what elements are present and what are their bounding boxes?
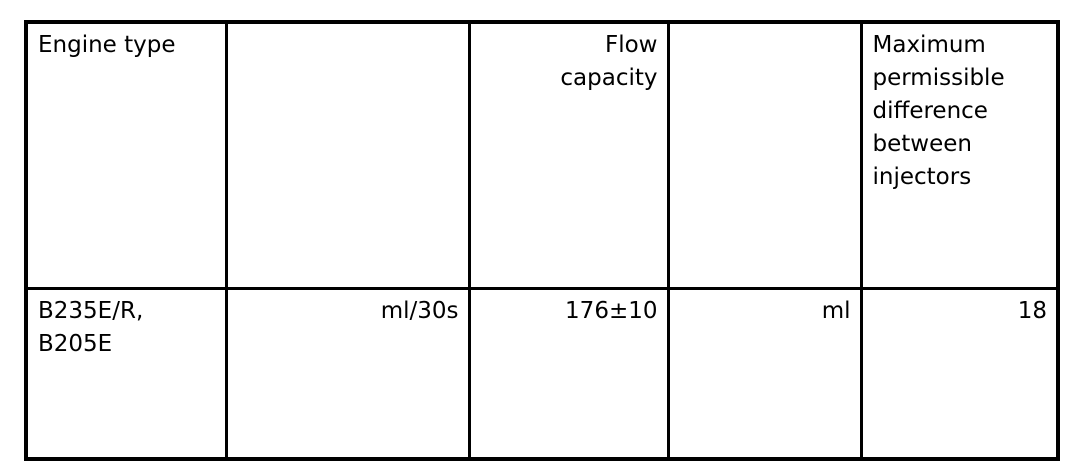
data-row: B235E/R, B205E ml/30s 176±10 ml 18: [24, 286, 1060, 461]
cell-max-difference: 18: [859, 286, 1060, 461]
header-row: Engine type Flow capacity Maximum permis…: [24, 20, 1060, 290]
injector-spec-table: Engine type Flow capacity Maximum permis…: [24, 20, 1060, 461]
cell-engine-type: B235E/R, B205E: [24, 286, 228, 461]
cell-unit-2: ml: [666, 286, 863, 461]
header-max-difference: Maximum permissible difference between i…: [859, 20, 1060, 290]
header-blank-2: [666, 20, 863, 290]
cell-flow-capacity: 176±10: [467, 286, 670, 461]
header-engine-type: Engine type: [24, 20, 228, 290]
cell-unit: ml/30s: [224, 286, 471, 461]
header-blank-1: [224, 20, 471, 290]
header-flow-capacity: Flow capacity: [467, 20, 670, 290]
spec-table-container: Engine type Flow capacity Maximum permis…: [24, 20, 1060, 461]
